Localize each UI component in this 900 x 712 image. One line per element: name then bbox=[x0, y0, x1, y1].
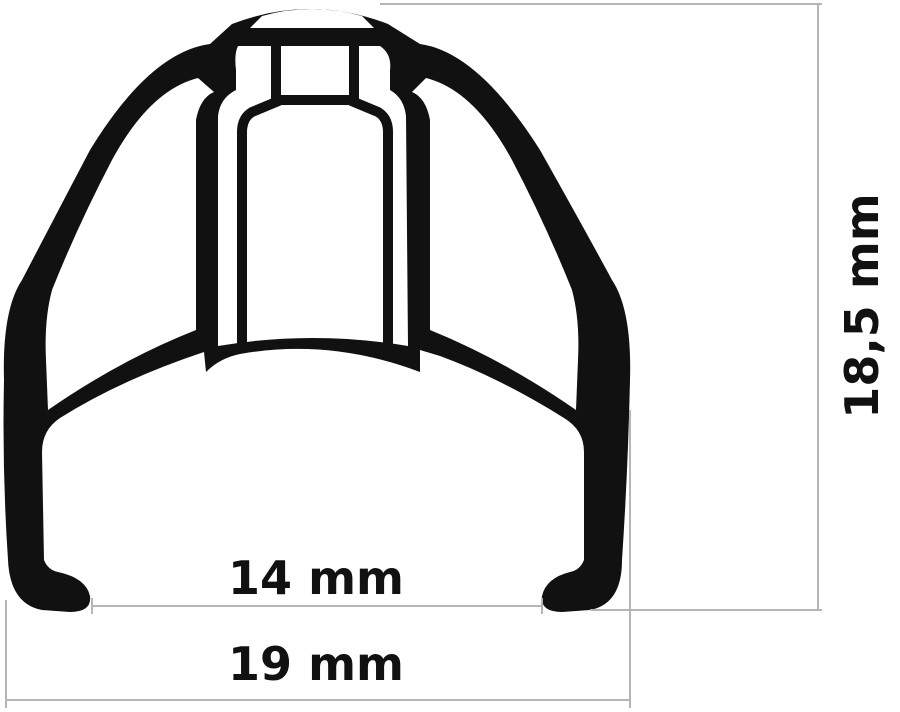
outer-width-label: 19 mm bbox=[228, 637, 404, 691]
right-chamber bbox=[412, 78, 579, 410]
top-dome-interior bbox=[250, 9, 374, 28]
center-well bbox=[218, 46, 408, 346]
dimension-lines bbox=[5, 3, 822, 708]
height-label: 18,5 mm bbox=[835, 193, 889, 418]
left-chamber bbox=[45, 78, 214, 410]
center-well-inner bbox=[237, 38, 393, 352]
inner-width-label: 14 mm bbox=[228, 551, 404, 605]
